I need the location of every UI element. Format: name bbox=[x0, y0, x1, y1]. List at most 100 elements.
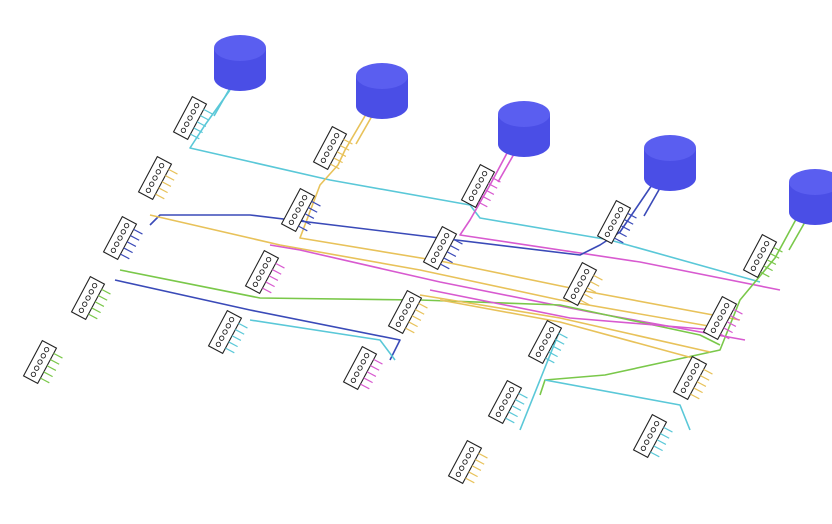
pigtail-lead bbox=[340, 145, 350, 151]
port-dot bbox=[750, 265, 757, 272]
port-dot bbox=[502, 399, 508, 405]
pigtail-lead bbox=[508, 411, 518, 418]
pigtail-lead bbox=[453, 238, 463, 245]
pigtail-lead bbox=[770, 253, 780, 259]
port-dot bbox=[82, 301, 88, 307]
cylinder-drop-wire bbox=[355, 115, 373, 145]
connector-module bbox=[22, 339, 63, 385]
connector-module bbox=[447, 439, 488, 485]
pigtail-lead bbox=[690, 393, 700, 400]
pigtail-lead bbox=[733, 308, 743, 315]
cylinder-drop-wire bbox=[788, 221, 806, 251]
port-dot bbox=[455, 471, 462, 478]
pigtail-lead bbox=[484, 189, 495, 195]
port-dot bbox=[155, 169, 161, 175]
port-dot bbox=[548, 326, 555, 333]
port-dot bbox=[327, 145, 333, 151]
connector-module bbox=[137, 155, 178, 201]
wire-12 bbox=[544, 379, 691, 431]
module-body bbox=[672, 355, 708, 401]
port-dot bbox=[145, 187, 152, 194]
pigtail-lead bbox=[333, 157, 343, 164]
port-dot bbox=[647, 433, 653, 439]
pigtail-lead bbox=[617, 231, 627, 238]
pigtail-lead bbox=[518, 392, 528, 399]
pigtail-lead bbox=[475, 459, 485, 465]
pigtail-lead bbox=[275, 262, 285, 269]
pigtail-lead bbox=[478, 201, 488, 208]
wire-13 bbox=[439, 299, 701, 361]
port-dot bbox=[717, 315, 723, 321]
pigtail-lead bbox=[663, 426, 673, 433]
wire-7 bbox=[269, 244, 746, 341]
connector-module bbox=[742, 233, 783, 279]
port-dot bbox=[292, 213, 298, 219]
module-body bbox=[632, 413, 668, 459]
port-dot bbox=[399, 315, 405, 321]
port-dot bbox=[354, 371, 360, 377]
connector-module bbox=[342, 345, 383, 391]
port-dot bbox=[30, 371, 37, 378]
port-dot bbox=[680, 387, 687, 394]
port-dot bbox=[330, 139, 336, 145]
port-dot bbox=[472, 189, 478, 195]
pigtail-lead bbox=[343, 138, 353, 145]
port-dot bbox=[690, 369, 696, 375]
pigtail-lead bbox=[373, 358, 383, 365]
port-dot bbox=[363, 352, 370, 359]
pigtail-lead bbox=[235, 329, 245, 335]
module-body bbox=[312, 125, 348, 171]
port-dot bbox=[252, 281, 259, 288]
port-dot bbox=[604, 231, 611, 238]
pigtail-lead bbox=[238, 322, 248, 329]
port-dot bbox=[149, 181, 155, 187]
cylinder-drop-wire bbox=[497, 153, 515, 183]
pigtail-lead bbox=[408, 321, 418, 328]
port-dot bbox=[265, 256, 272, 263]
port-dot bbox=[262, 263, 268, 269]
port-dot bbox=[539, 345, 545, 351]
pigtail-lead bbox=[703, 368, 713, 375]
pigtail-lead bbox=[336, 151, 347, 157]
port-dot bbox=[78, 307, 85, 314]
module-body bbox=[280, 187, 316, 233]
pigtail-lead bbox=[766, 259, 777, 265]
wire-3 bbox=[459, 139, 781, 291]
port-dot bbox=[301, 194, 308, 201]
port-dot bbox=[710, 327, 717, 334]
wire-14 bbox=[429, 289, 716, 331]
storage-cylinder-icon bbox=[789, 169, 832, 225]
pigtail-lead bbox=[231, 335, 242, 341]
port-dot bbox=[475, 183, 481, 189]
pigtail-lead bbox=[440, 263, 450, 270]
module-body bbox=[596, 199, 632, 245]
connector-module bbox=[632, 413, 673, 459]
port-dot bbox=[754, 259, 760, 265]
pigtail-lead bbox=[465, 477, 475, 484]
pigtail-lead bbox=[627, 212, 637, 219]
wire-6 bbox=[149, 214, 721, 329]
pigtail-lead bbox=[88, 313, 98, 320]
pigtail-lead bbox=[511, 405, 522, 411]
port-dot bbox=[117, 235, 123, 241]
pigtail-lead bbox=[614, 237, 624, 244]
port-dot bbox=[320, 157, 327, 164]
port-dot bbox=[43, 346, 50, 353]
cylinder-layer bbox=[214, 35, 832, 225]
pigtail-lead bbox=[165, 175, 175, 181]
storage-cylinder-icon bbox=[644, 135, 696, 191]
pigtail-lead bbox=[190, 133, 200, 140]
pigtail-lead bbox=[773, 246, 783, 253]
cylinder-top bbox=[214, 35, 266, 61]
cylinder-top bbox=[644, 135, 696, 161]
port-dot bbox=[459, 465, 465, 471]
port-dot bbox=[499, 405, 505, 411]
port-dot bbox=[650, 427, 656, 433]
port-dot bbox=[110, 247, 117, 254]
pigtail-lead bbox=[478, 452, 488, 459]
connector-module bbox=[207, 309, 248, 355]
port-dot bbox=[468, 446, 475, 453]
pigtail-lead bbox=[558, 332, 568, 339]
pigtail-lead bbox=[268, 275, 279, 281]
